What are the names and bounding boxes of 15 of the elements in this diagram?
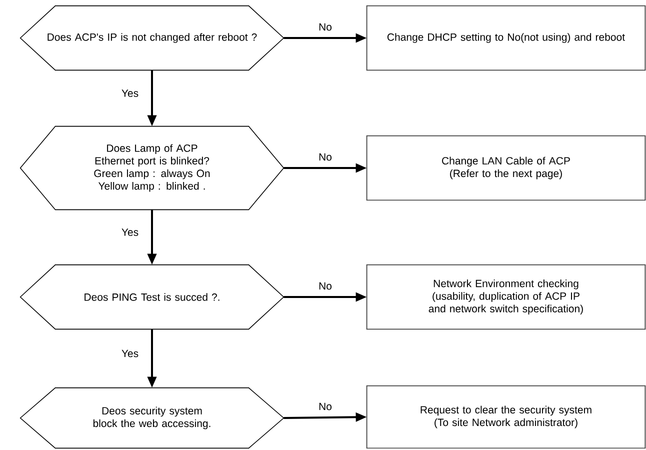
process-box: Change DHCP setting to No(not using) and reboot (366, 5, 646, 71)
edge-label: No (319, 23, 332, 31)
edge-label: Yes (122, 228, 138, 236)
edge-label: Yes (122, 90, 138, 97)
edge-label: Yes (122, 350, 138, 358)
edge-label: No (319, 282, 332, 290)
process-box: Request to clear the security system (To site Network administrator) (366, 385, 646, 449)
process-box: Network Environment checking (usability, duplication of ACP IP and network switch specification) (366, 264, 646, 330)
decision-hexagon: Deos security system block the web accessing. (20, 387, 284, 449)
process-box: Change LAN Cable of ACP (Refer to the next page) (366, 135, 646, 201)
decision-hexagon: Does Lamp of ACP Ethernet port is blinked? Green lamp : always On Yellow lamp : blinked . (20, 126, 284, 210)
edge-label: No (319, 402, 332, 410)
decision-hexagon: Does ACP's IP is not changed after reboot ? (20, 5, 284, 71)
edge-label: No (319, 153, 332, 161)
decision-hexagon: Deos PING Test is succed ?. (20, 264, 284, 330)
